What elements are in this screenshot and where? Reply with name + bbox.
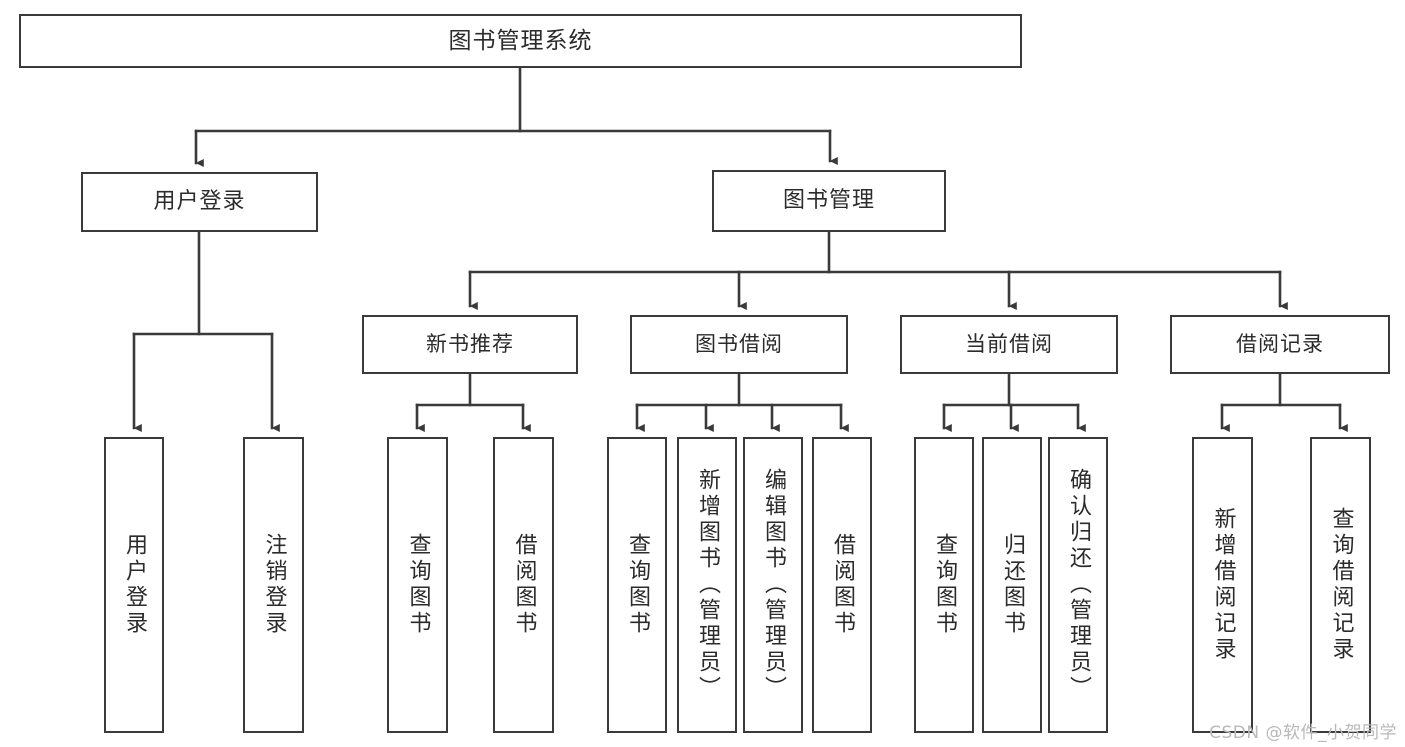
leaf-book-borrow-edit-book-label: 编辑图书（管理员） xyxy=(761,468,786,702)
node-new-book-recommend[interactable]: 新书推荐 xyxy=(362,315,578,374)
leaf-user-login-logout[interactable]: 注销登录 xyxy=(243,437,304,733)
leaf-book-borrow-add-book-label: 新增图书（管理员） xyxy=(695,468,720,702)
node-book-borrow-label: 图书借阅 xyxy=(695,332,783,357)
leaf-current-borrow-query-book-label: 查询图书 xyxy=(932,533,957,637)
leaf-user-login-logout-label: 注销登录 xyxy=(261,533,287,637)
leaf-borrow-record-query-record[interactable]: 查询借阅记录 xyxy=(1310,437,1371,733)
node-borrow-record-label: 借阅记录 xyxy=(1236,332,1324,357)
leaf-book-borrow-edit-book[interactable]: 编辑图书（管理员） xyxy=(743,437,803,733)
leaf-current-borrow-return-book-label: 归还图书 xyxy=(1000,533,1025,637)
leaf-book-borrow-borrow-book[interactable]: 借阅图书 xyxy=(812,437,872,733)
node-root-label: 图书管理系统 xyxy=(448,27,593,54)
leaf-current-borrow-confirm-return-label: 确认归还（管理员） xyxy=(1066,468,1091,702)
leaf-new-book-borrow-book-label: 借阅图书 xyxy=(511,533,537,637)
leaf-borrow-record-query-record-label: 查询借阅记录 xyxy=(1328,507,1354,663)
leaf-borrow-record-add-record-label: 新增借阅记录 xyxy=(1210,507,1236,663)
node-borrow-record[interactable]: 借阅记录 xyxy=(1170,315,1390,374)
leaf-current-borrow-return-book[interactable]: 归还图书 xyxy=(982,437,1042,733)
leaf-current-borrow-confirm-return[interactable]: 确认归还（管理员） xyxy=(1048,437,1108,733)
leaf-book-borrow-query-book-label: 查询图书 xyxy=(625,533,650,637)
node-root-system[interactable]: 图书管理系统 xyxy=(19,14,1022,68)
node-current-borrow-label: 当前借阅 xyxy=(965,332,1053,357)
node-book-borrow[interactable]: 图书借阅 xyxy=(630,315,848,374)
node-new-book-recommend-label: 新书推荐 xyxy=(426,332,514,357)
leaf-current-borrow-query-book[interactable]: 查询图书 xyxy=(914,437,974,733)
node-user-login[interactable]: 用户登录 xyxy=(81,172,318,232)
leaf-borrow-record-add-record[interactable]: 新增借阅记录 xyxy=(1192,437,1253,733)
node-user-login-label: 用户登录 xyxy=(153,189,246,215)
leaf-user-login-login-label: 用户登录 xyxy=(122,533,147,637)
leaf-book-borrow-query-book[interactable]: 查询图书 xyxy=(607,437,667,733)
node-book-management[interactable]: 图书管理 xyxy=(712,170,946,232)
leaf-user-login-login[interactable]: 用户登录 xyxy=(104,437,164,733)
node-book-management-label: 图书管理 xyxy=(782,188,875,214)
leaf-book-borrow-add-book[interactable]: 新增图书（管理员） xyxy=(677,437,737,733)
leaf-new-book-borrow-book[interactable]: 借阅图书 xyxy=(493,437,554,733)
leaf-new-book-query-book-label: 查询图书 xyxy=(405,533,431,637)
node-current-borrow[interactable]: 当前借阅 xyxy=(900,315,1118,374)
leaf-book-borrow-borrow-book-label: 借阅图书 xyxy=(830,533,855,637)
leaf-new-book-query-book[interactable]: 查询图书 xyxy=(387,437,448,733)
